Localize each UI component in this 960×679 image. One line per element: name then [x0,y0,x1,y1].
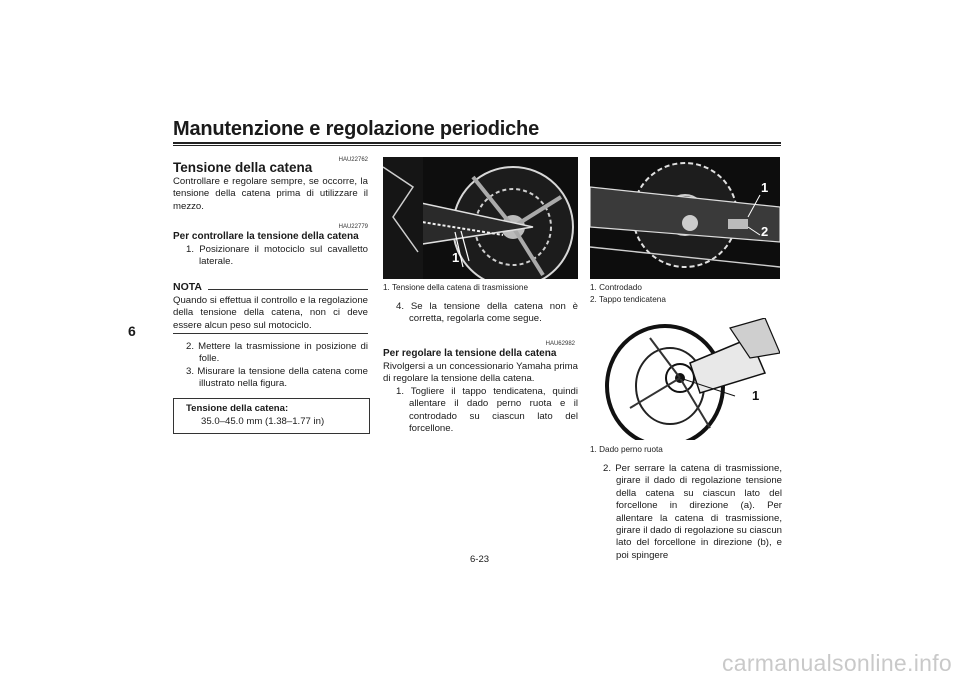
title-rule [173,142,781,144]
axle-nut-callout: 1 [752,388,760,403]
adjust-step-1: 1. Togliere il tappo tendicatena, quindi… [396,386,578,435]
note-label: NOTA [173,281,202,293]
spec-box: Tensione della catena: 35.0–45.0 mm (1.3… [173,398,370,434]
step-1: 1. Posizionare il motociclo sul cavallet… [186,244,368,268]
step-3: 3. Misurare la tensione della catena com… [186,366,368,390]
intro-paragraph: Controllare e regolare sempre, se occorr… [173,176,368,212]
page-number: 6-23 [470,554,490,565]
chain-tension-image [383,157,578,279]
note-rule-top [208,289,368,290]
ref-code: HAU22762 [338,157,368,163]
step-4: 4. Se la tensione della catena non è cor… [396,301,578,325]
ref-code: HAU22779 [338,224,368,230]
axle-nut-caption: 1. Dado perno ruota [590,445,663,454]
note-rule-bottom [173,333,368,334]
spec-title: Tensione della catena: [186,403,289,414]
caption-line-2: 2. Tappo tendicatena [590,295,666,304]
spec-value: 35.0–45.0 mm (1.38–1.77 in) [201,416,325,427]
caption-line-1: 1. Controdado [590,283,642,292]
subheading: Per controllare la tensione della catena [173,231,359,242]
cap-callout: 2 [761,224,769,239]
note-text: Quando si effettua il controllo e la reg… [173,295,368,331]
tighten-step-2: 2. Per serrare la catena di trasmissione… [603,463,782,561]
title-rule-thin [173,145,781,146]
image-callout: 1 [452,250,460,265]
image-caption: 1. Tensione della catena di trasmissione [383,283,529,292]
chapter-tab: 6 [128,323,136,339]
locknut-callout: 1 [761,180,769,195]
axle-nut-image [590,317,781,448]
section-heading: Tensione della catena [173,160,313,175]
subheading: Per regolare la tensione della catena [383,348,557,359]
step-2: 2. Mettere la trasmissione in posizione … [186,341,368,365]
ref-code: HAU62982 [545,341,575,347]
page-title: Manutenzione e regolazione periodiche [173,118,539,140]
adjust-intro: Rivolgersi a un concessionario Yamaha pr… [383,361,578,385]
locknut-image [590,157,780,279]
watermark: carmanualsonline.info [721,650,952,676]
